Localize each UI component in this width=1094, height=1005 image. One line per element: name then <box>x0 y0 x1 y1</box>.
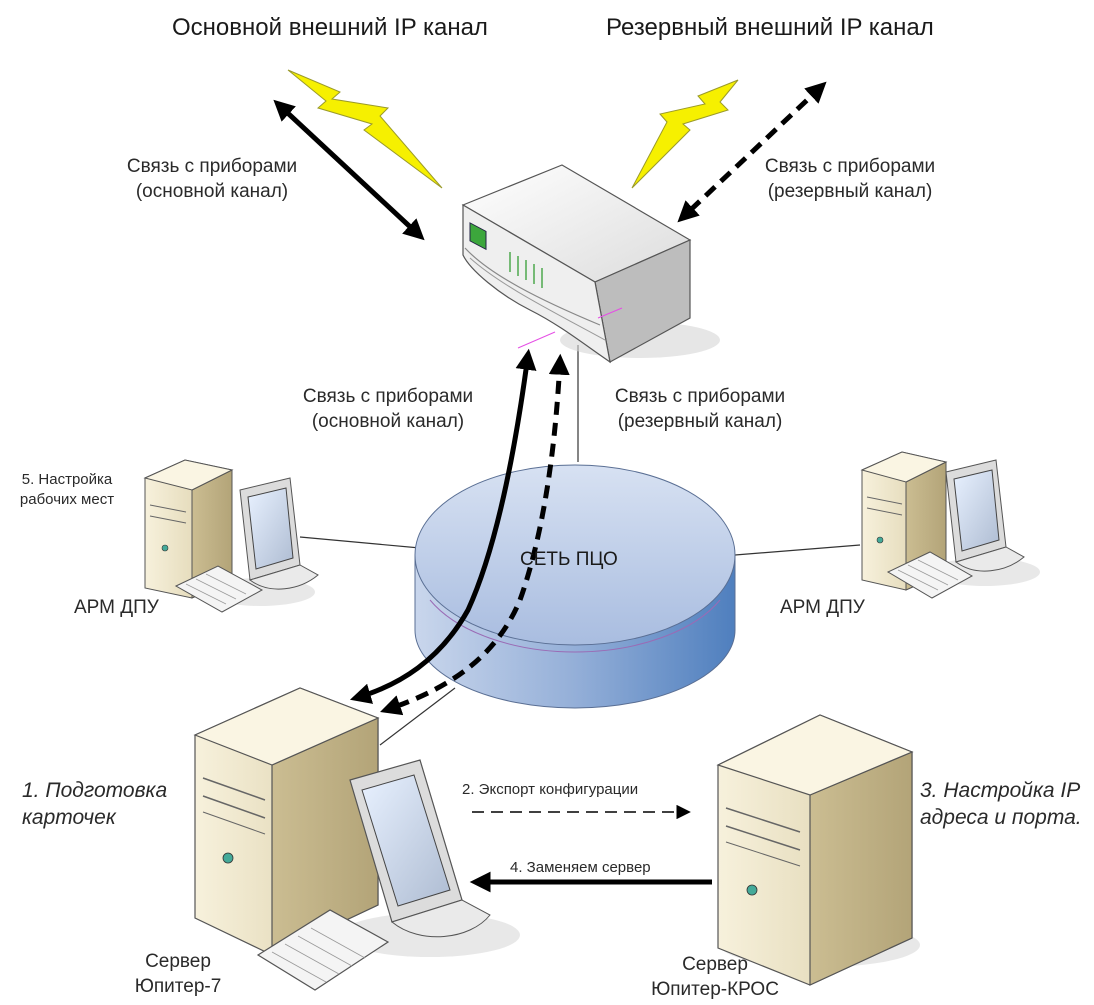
server-jupiter7-icon <box>193 687 520 991</box>
step1-note-line1: 1. Подготовка <box>22 779 168 802</box>
lightning-bolt-right <box>631 79 739 189</box>
step3-note-line2: адреса и порта. <box>920 806 1082 830</box>
arrow-primary-external <box>273 99 425 241</box>
workstation-right-icon <box>860 451 1040 599</box>
step4-label: 4. Заменяем сервер <box>510 859 651 876</box>
link-label-mid-left: Связь с приборами (основной канал) <box>288 385 488 434</box>
router-icon <box>461 164 720 364</box>
step3-note-line1: 3. Настройка IP <box>920 779 1081 802</box>
link-label-mid-right-line1: Связь с приборами <box>614 386 786 407</box>
link-label-top-left: Связь с приборами (основной канал) <box>112 155 312 204</box>
step5-note: 5. Настройка рабочих мест <box>2 470 132 509</box>
step5-note-line2: рабочих мест <box>19 490 115 508</box>
step5-note-line1: 5. Настройка <box>21 471 113 488</box>
workstation-left-icon <box>143 459 319 613</box>
server-jupiter7-label-line2: Юпитер-7 <box>134 975 222 997</box>
arrow-backup-internal <box>380 353 570 716</box>
network-label: СЕТЬ ПЦО <box>520 549 618 570</box>
server-kros-label-line2: Юпитер-КРОС <box>651 978 779 1000</box>
link-label-top-right-line1: Связь с приборами <box>764 156 936 177</box>
server-kros-label-line1: Сервер <box>682 954 748 975</box>
link-label-mid-left-line1: Связь с приборами <box>302 386 474 407</box>
server-jupiter7-label: Сервер Юпитер-7 <box>118 950 238 999</box>
link-label-top-left-line1: Связь с приборами <box>126 156 298 177</box>
step2-label: 2. Экспорт конфигурации <box>462 781 639 798</box>
step1-note: 1. Подготовка карточек <box>22 777 167 832</box>
link-left-arm-network <box>299 536 421 549</box>
step1-note-line2: карточек <box>22 806 116 830</box>
arrow-backup-external <box>677 81 827 223</box>
primary-channel-title: Основной внешний IP канал <box>172 14 488 41</box>
link-label-top-right: Связь с приборами (резервный канал) <box>745 155 955 204</box>
workstation-right-label: АРМ ДПУ <box>780 597 865 618</box>
server-jupiter7-label-line1: Сервер <box>145 951 211 972</box>
link-label-top-right-line2: (резервный канал) <box>767 180 933 202</box>
link-right-arm-network <box>734 544 861 556</box>
link-label-top-left-line2: (основной канал) <box>135 180 289 202</box>
server-kros-icon <box>716 714 920 986</box>
workstation-left-label: АРМ ДПУ <box>74 597 159 618</box>
step3-note: 3. Настройка IP адреса и порта. <box>920 777 1082 832</box>
router-led <box>469 222 487 251</box>
link-label-mid-right: Связь с приборами (резервный канал) <box>595 385 805 434</box>
link-label-mid-left-line2: (основной канал) <box>311 410 465 432</box>
backup-channel-title: Резервный внешний IP канал <box>606 14 934 41</box>
server-kros-label: Сервер Юпитер-КРОС <box>620 953 810 1002</box>
link-label-mid-right-line2: (резервный канал) <box>617 410 783 432</box>
